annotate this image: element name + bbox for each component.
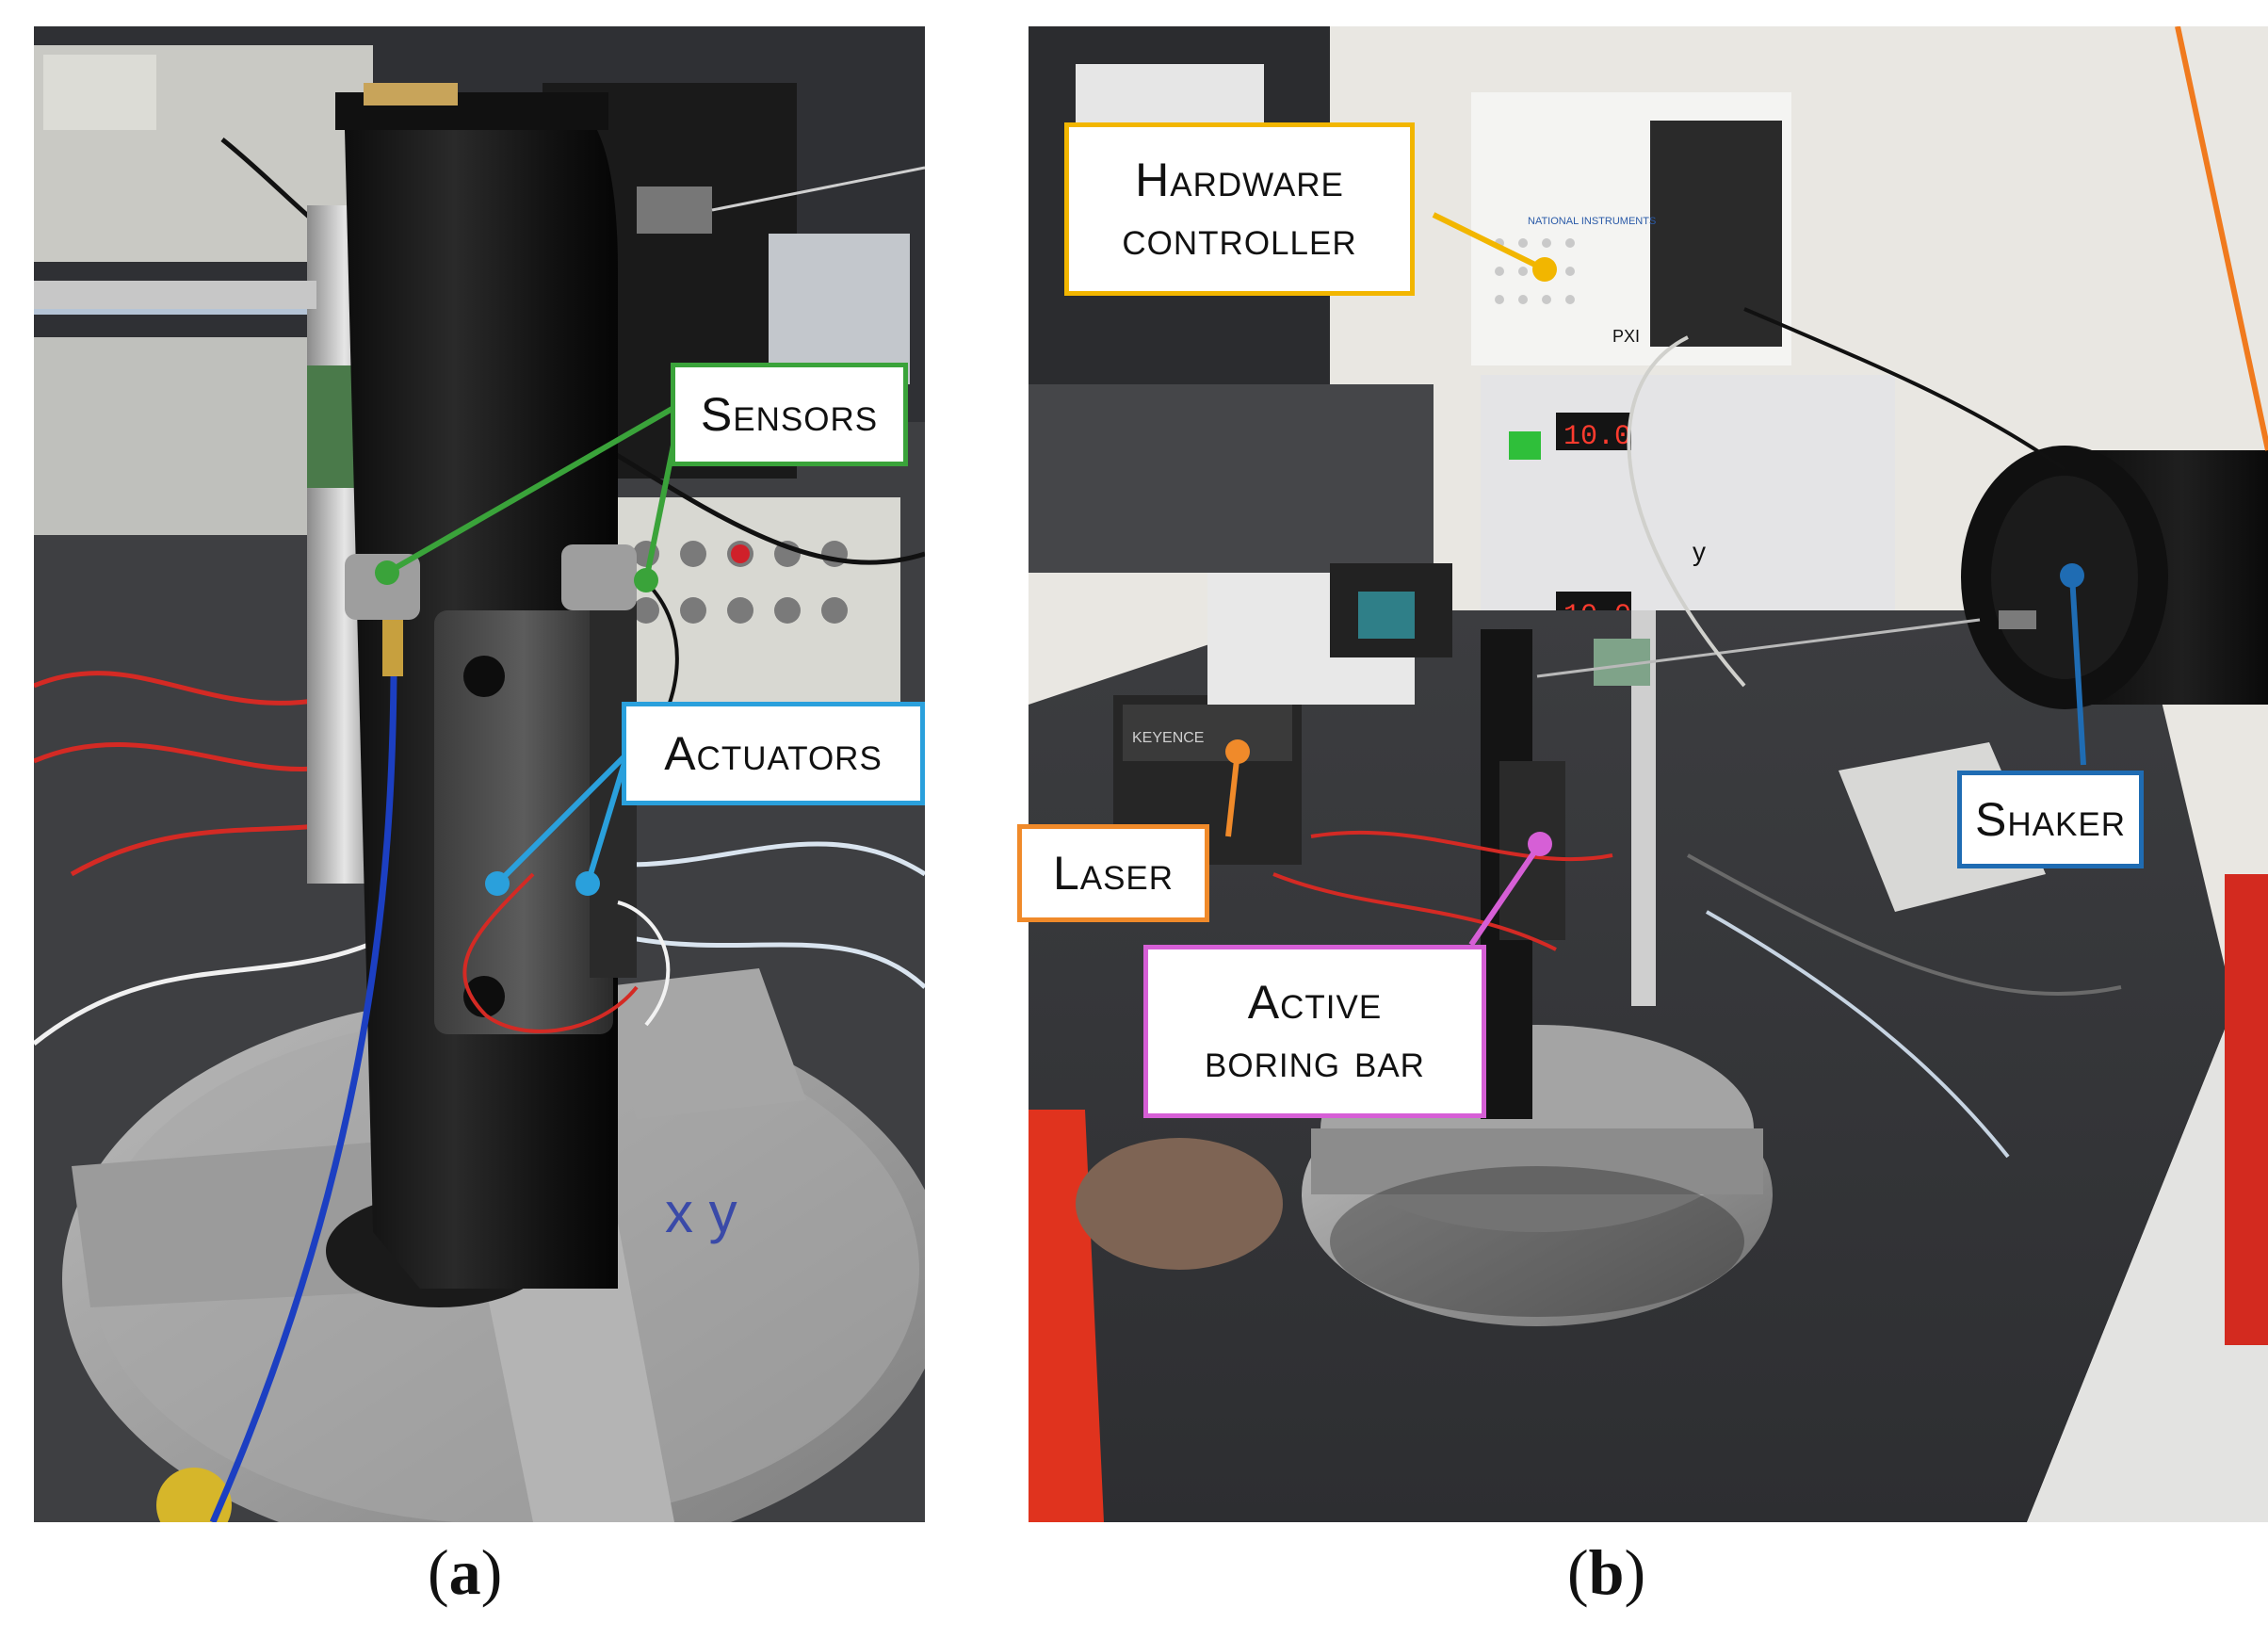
hardware-controller-label-line1: Hardware: [1135, 153, 1344, 206]
sensors-marker-2: [634, 568, 658, 592]
shaker-marker: [2060, 563, 2084, 588]
actuators-label: Actuators: [664, 726, 883, 780]
pxi-label: PXI: [1612, 327, 1640, 346]
sensors-label: Sensors: [700, 387, 879, 441]
actuators-callout: Actuators: [622, 702, 925, 805]
chalk-marks-a: x y: [665, 1181, 737, 1244]
caption-b: (b): [1567, 1535, 1645, 1610]
hardware-leader-line: [1432, 212, 1547, 272]
actuators-marker-1: [485, 871, 510, 896]
hardware-marker: [1532, 257, 1557, 282]
active-boring-bar-callout: Active boring bar: [1143, 945, 1486, 1118]
boring-bar-leader-line: [1468, 842, 1543, 947]
laser-marker: [1225, 739, 1250, 764]
caption-a-letter: a: [448, 1536, 481, 1608]
hardware-controller-label-line2: controller: [1122, 212, 1357, 265]
brand-ni: NATIONAL INSTRUMENTS: [1528, 216, 1656, 227]
sensors-callout: Sensors: [671, 363, 908, 466]
boring-bar-marker: [1528, 832, 1552, 856]
laser-label: Laser: [1052, 846, 1174, 900]
sensors-leader-line-1: [385, 400, 684, 576]
active-boring-bar-label-line2: boring bar: [1205, 1034, 1425, 1087]
hardware-controller-callout: Hardware controller: [1064, 122, 1415, 296]
caption-b-letter: b: [1588, 1536, 1625, 1608]
active-boring-bar-label-line1: Active: [1247, 975, 1383, 1029]
caption-a-close: ): [480, 1536, 503, 1608]
hand-mark: y: [1693, 537, 1706, 566]
caption-b-open: (: [1567, 1536, 1589, 1608]
laser-leader-line: [1225, 751, 1240, 837]
display-1: 10.0: [1563, 421, 1631, 453]
caption-b-close: ): [1624, 1536, 1646, 1608]
brand-keyence: KEYENCE: [1132, 730, 1204, 746]
caption-a-open: (: [428, 1536, 449, 1608]
actuators-leader-line-1: [494, 751, 630, 886]
shaker-leader-line: [2069, 575, 2086, 766]
shaker-label: Shaker: [1975, 792, 2126, 846]
laser-callout: Laser: [1017, 824, 1209, 922]
shaker-callout: Shaker: [1957, 771, 2144, 868]
caption-a: (a): [428, 1535, 502, 1610]
actuators-leader-line-2: [585, 753, 630, 884]
sensors-marker-1: [375, 560, 399, 585]
actuators-marker-2: [575, 871, 600, 896]
